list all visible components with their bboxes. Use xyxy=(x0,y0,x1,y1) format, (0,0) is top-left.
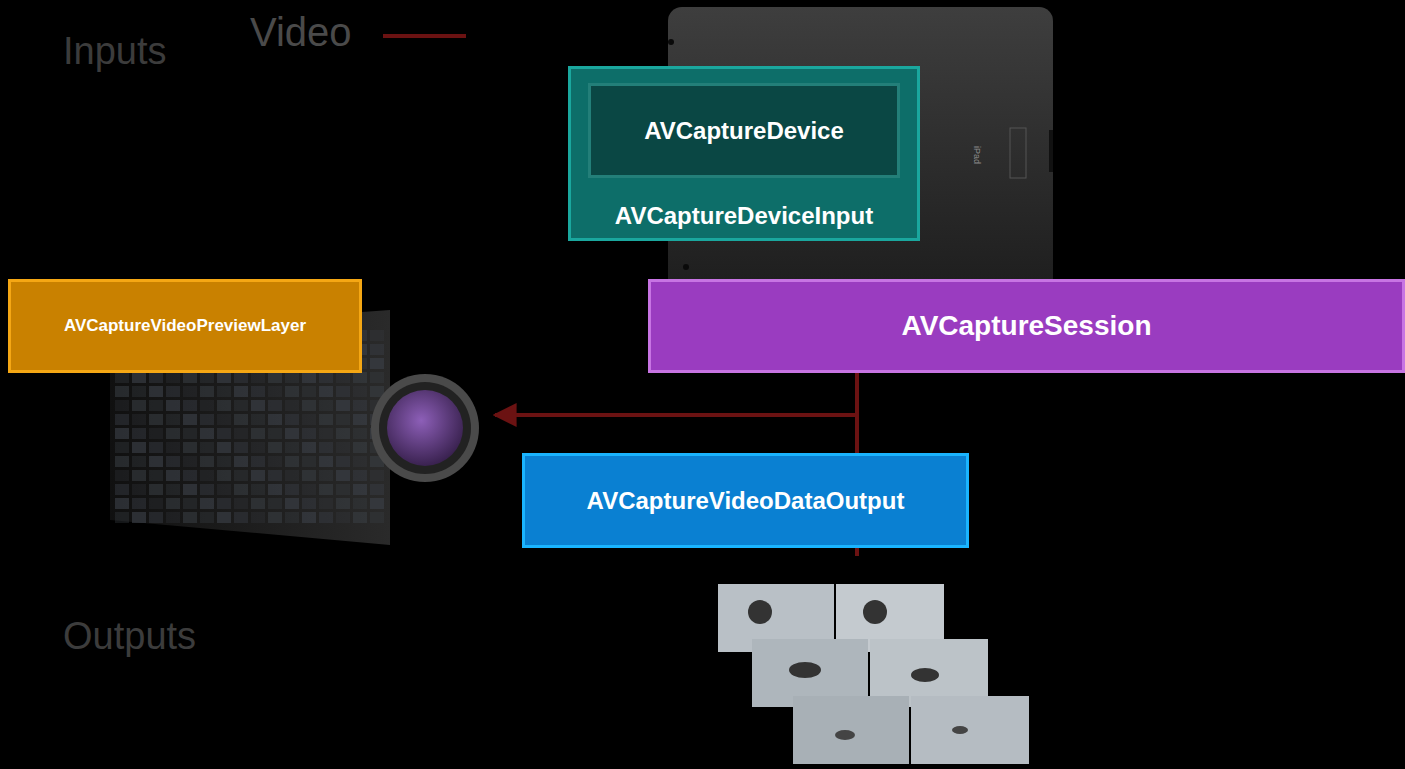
node-label: AVCaptureVideoDataOutput xyxy=(587,487,905,515)
camera-icon xyxy=(371,374,479,482)
legend-line xyxy=(383,34,466,38)
node-label: AVCaptureSession xyxy=(902,310,1152,342)
device-label: iPad xyxy=(972,146,982,164)
node-label: AVCaptureDeviceInput xyxy=(615,202,873,230)
video-connector xyxy=(495,373,857,415)
legend-label: Video xyxy=(250,10,352,55)
node-label: AVCaptureDevice xyxy=(644,117,844,145)
preview-layer-box: AVCaptureVideoPreviewLayer xyxy=(8,279,362,373)
video-connector xyxy=(855,373,859,453)
section-heading: Inputs xyxy=(63,30,167,73)
node-label: AVCaptureVideoPreviewLayer xyxy=(64,316,306,336)
data-output-box: AVCaptureVideoDataOutput xyxy=(522,453,969,548)
section-heading: Outputs xyxy=(63,615,196,658)
video-frames xyxy=(718,584,1029,764)
session-box: AVCaptureSession xyxy=(648,279,1405,373)
device-box: AVCaptureDevice xyxy=(588,83,900,178)
input-box: AVCaptureDeviceInput AVCaptureDevice xyxy=(568,66,920,241)
video-wire xyxy=(855,548,859,556)
